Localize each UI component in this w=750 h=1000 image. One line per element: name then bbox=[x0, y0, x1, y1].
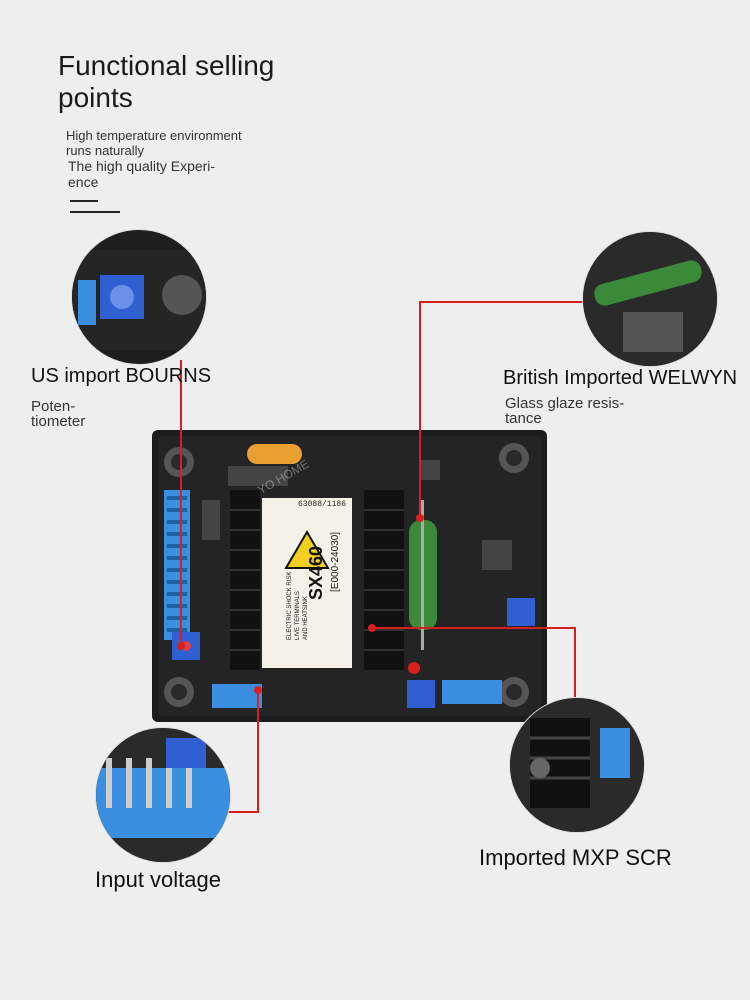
welwyn-zoom-image bbox=[583, 232, 717, 366]
bourns-desc-line-1: Poten- bbox=[31, 398, 76, 415]
subtitle-b-line-1: The high quality Experi- bbox=[68, 158, 216, 174]
divider-short bbox=[70, 200, 98, 202]
scr-zoom-image bbox=[510, 698, 644, 832]
subtitle-a-line-1: High temperature environment bbox=[66, 128, 242, 143]
subtitle-b: The high quality Experi- ence bbox=[68, 158, 238, 190]
welwyn-description: Glass glaze resis- tance bbox=[505, 396, 655, 426]
page-title: Functional selling points bbox=[58, 50, 318, 114]
bourns-label: US import BOURNS bbox=[31, 365, 212, 387]
avr-board-image bbox=[152, 430, 547, 722]
leader-input bbox=[228, 690, 259, 813]
bourns-description: Poten- tiometer bbox=[31, 399, 85, 429]
subtitle-a-line-2: runs naturally bbox=[66, 143, 145, 158]
title-line-1: Functional selling bbox=[58, 50, 275, 81]
input-voltage-zoom-image bbox=[96, 728, 230, 862]
welwyn-label: British Imported WELWYN bbox=[503, 367, 738, 389]
leader-dot-welwyn bbox=[416, 514, 424, 522]
divider-long bbox=[70, 211, 120, 213]
subtitle-a: High temperature environment runs natura… bbox=[66, 128, 286, 158]
leader-welwyn bbox=[419, 301, 585, 518]
board-serial: 63088/1186 bbox=[297, 500, 346, 509]
welwyn-desc-line-2: tance bbox=[505, 410, 542, 427]
title-line-2: points bbox=[58, 82, 133, 113]
scr-label: Imported MXP SCR bbox=[479, 845, 672, 870]
leader-dot-input bbox=[254, 686, 262, 694]
leader-dot-bourns bbox=[177, 642, 185, 650]
bourns-desc-line-2: tiometer bbox=[31, 413, 86, 430]
welwyn-desc-line-1: Glass glaze resis- bbox=[505, 395, 625, 412]
bourns-zoom-image bbox=[72, 230, 206, 364]
leader-scr bbox=[372, 627, 576, 700]
input-voltage-label: Input voltage bbox=[95, 867, 221, 892]
leader-dot-scr bbox=[368, 624, 376, 632]
subtitle-b-line-2: ence bbox=[68, 174, 99, 190]
